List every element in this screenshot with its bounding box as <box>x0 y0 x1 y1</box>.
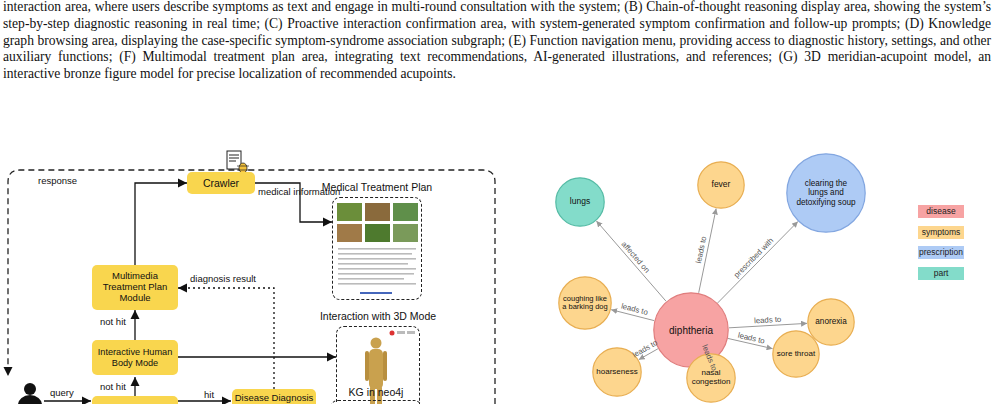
node-label: clearing the lungs and detoxifying soup <box>795 179 857 206</box>
annotation-label: not hit <box>100 381 126 392</box>
edge-label: leads to <box>694 235 708 264</box>
flow-arrow <box>178 356 336 357</box>
node-label: lungs <box>559 197 602 206</box>
edge-label: prescribed with <box>732 236 775 280</box>
node-label: diphtheria <box>661 325 722 336</box>
response-loop <box>8 170 495 404</box>
node-label: Multimedia Treatment Plan Module <box>94 271 176 304</box>
legend-label: disease <box>918 206 964 217</box>
process-box: Disease Diagnosis <box>232 389 316 404</box>
panel-heading: Interaction with 3D Mode <box>320 310 436 322</box>
process-box: Interactive Human Body Mode <box>92 340 178 375</box>
edge-label: not hit <box>100 316 126 327</box>
figure-caption: interaction area, where users describe s… <box>3 0 991 83</box>
node-label: coughing like a barking dog <box>562 295 608 312</box>
node-label: Interactive Human Body Mode <box>94 347 176 368</box>
circle-shape <box>808 299 854 345</box>
process-box: Multimedia Treatment Plan Module <box>92 265 178 310</box>
circle-shape <box>773 331 819 377</box>
annotation-label: hit <box>204 389 214 400</box>
user-icon <box>18 383 42 404</box>
panel-heading: KG in neo4j <box>349 386 404 398</box>
legend-label: symptoms <box>918 227 964 238</box>
annotation-label: response <box>38 175 77 186</box>
node-label: Crawler <box>203 177 239 189</box>
graph-node: sore throat <box>772 330 820 378</box>
flow-arrow <box>135 183 187 265</box>
node-label: anorexia <box>809 317 852 326</box>
node-label: sore throat <box>776 350 817 359</box>
treatment-plan-thumbnail <box>337 203 418 294</box>
graph-node: coughing like a barking dog <box>558 276 612 330</box>
panel-frame: KG in neo4j <box>330 400 422 404</box>
circle-shape <box>559 277 611 329</box>
circle-shape <box>698 162 744 208</box>
panel-frame: Medical Treatment Plan <box>332 197 422 300</box>
flow-arrow <box>134 310 135 340</box>
legend-label: part <box>918 268 964 279</box>
edge-label: medical information <box>258 186 340 197</box>
annotation-label: query <box>50 387 74 398</box>
graph-node: lungs <box>555 177 605 227</box>
graph-node: fever <box>697 161 745 209</box>
edge-label: leads to <box>620 302 649 317</box>
crawler-icon <box>227 151 249 173</box>
edge-label: affected on <box>620 240 652 275</box>
node-label: hoarseness <box>594 368 640 377</box>
node-label: Disease Diagnosis <box>235 393 314 404</box>
legend-label: prescription <box>918 247 964 258</box>
relation-arrow <box>718 221 798 302</box>
edge-label: leads to <box>737 330 766 345</box>
node-label: fever <box>701 180 742 189</box>
process-box: Crawler <box>187 172 255 194</box>
circle-shape <box>556 178 604 226</box>
bottom-flow <box>44 377 231 404</box>
flow-arrow <box>178 288 274 389</box>
circle-shape <box>787 154 865 232</box>
edge-label: diagnosis result <box>190 273 256 284</box>
graph-node: clearing the lungs and detoxifying soup <box>786 153 866 233</box>
edge-label: leads to <box>754 314 782 325</box>
